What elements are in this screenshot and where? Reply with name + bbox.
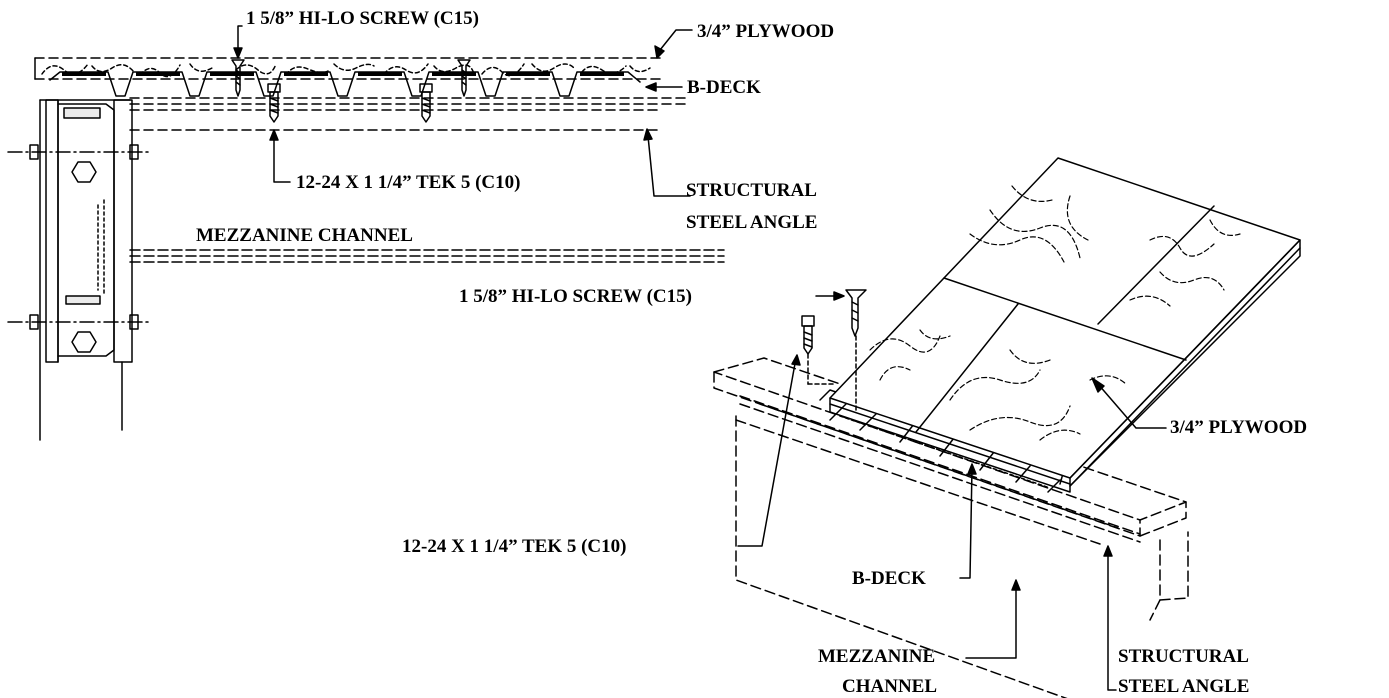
label-bdeck-iso: B-DECK — [852, 568, 926, 589]
label-tek-screw-iso: 12-24 X 1 1/4” TEK 5 (C10) — [402, 536, 626, 557]
label-hilo-screw-section: 1 5/8” HI-LO SCREW (C15) — [246, 8, 479, 29]
column-section — [7, 99, 151, 441]
tek-screw-section — [267, 83, 433, 123]
plywood-iso — [829, 157, 1301, 493]
leaders-iso — [737, 291, 1167, 691]
label-channel-iso: CHANNEL — [842, 676, 937, 697]
bolt-head-hex — [71, 161, 97, 183]
section-view — [7, 25, 725, 441]
plywood-section — [34, 57, 661, 80]
label-steel-angle-section: STEEL ANGLE — [686, 212, 817, 233]
label-plywood-section: 3/4” PLYWOOD — [697, 21, 834, 42]
label-structural-iso: STRUCTURAL — [1118, 646, 1249, 667]
label-structural-section: STRUCTURAL — [686, 180, 817, 201]
label-plywood-iso: 3/4” PLYWOOD — [1170, 417, 1307, 438]
hilo-screw-iso — [845, 289, 867, 413]
steel-angle-iso — [739, 395, 1141, 543]
isometric-view — [713, 157, 1301, 698]
label-tek-screw-section: 12-24 X 1 1/4” TEK 5 (C10) — [296, 172, 520, 193]
steel-angle-section — [129, 109, 661, 131]
hilo-screw-section — [231, 59, 471, 97]
label-bdeck-section: B-DECK — [687, 77, 761, 98]
tek-screw-iso — [801, 315, 837, 385]
label-mezzanine-iso: MEZZANINE — [818, 646, 935, 667]
label-steel-angle-iso: STEEL ANGLE — [1118, 676, 1249, 697]
bdeck-iso — [819, 389, 1065, 493]
label-hilo-screw-iso: 1 5/8” HI-LO SCREW (C15) — [459, 286, 692, 307]
mezzanine-channel-section — [129, 249, 725, 263]
label-mezzanine-channel-section: MEZZANINE CHANNEL — [196, 225, 413, 246]
bolt-head-hex — [71, 331, 97, 353]
leaders-section — [233, 25, 693, 197]
callout-labels: 1 5/8” HI-LO SCREW (C15) 3/4” PLYWOOD B-… — [196, 8, 1307, 697]
mezzanine-channel-iso — [713, 357, 1189, 698]
bdeck-section — [49, 71, 689, 105]
